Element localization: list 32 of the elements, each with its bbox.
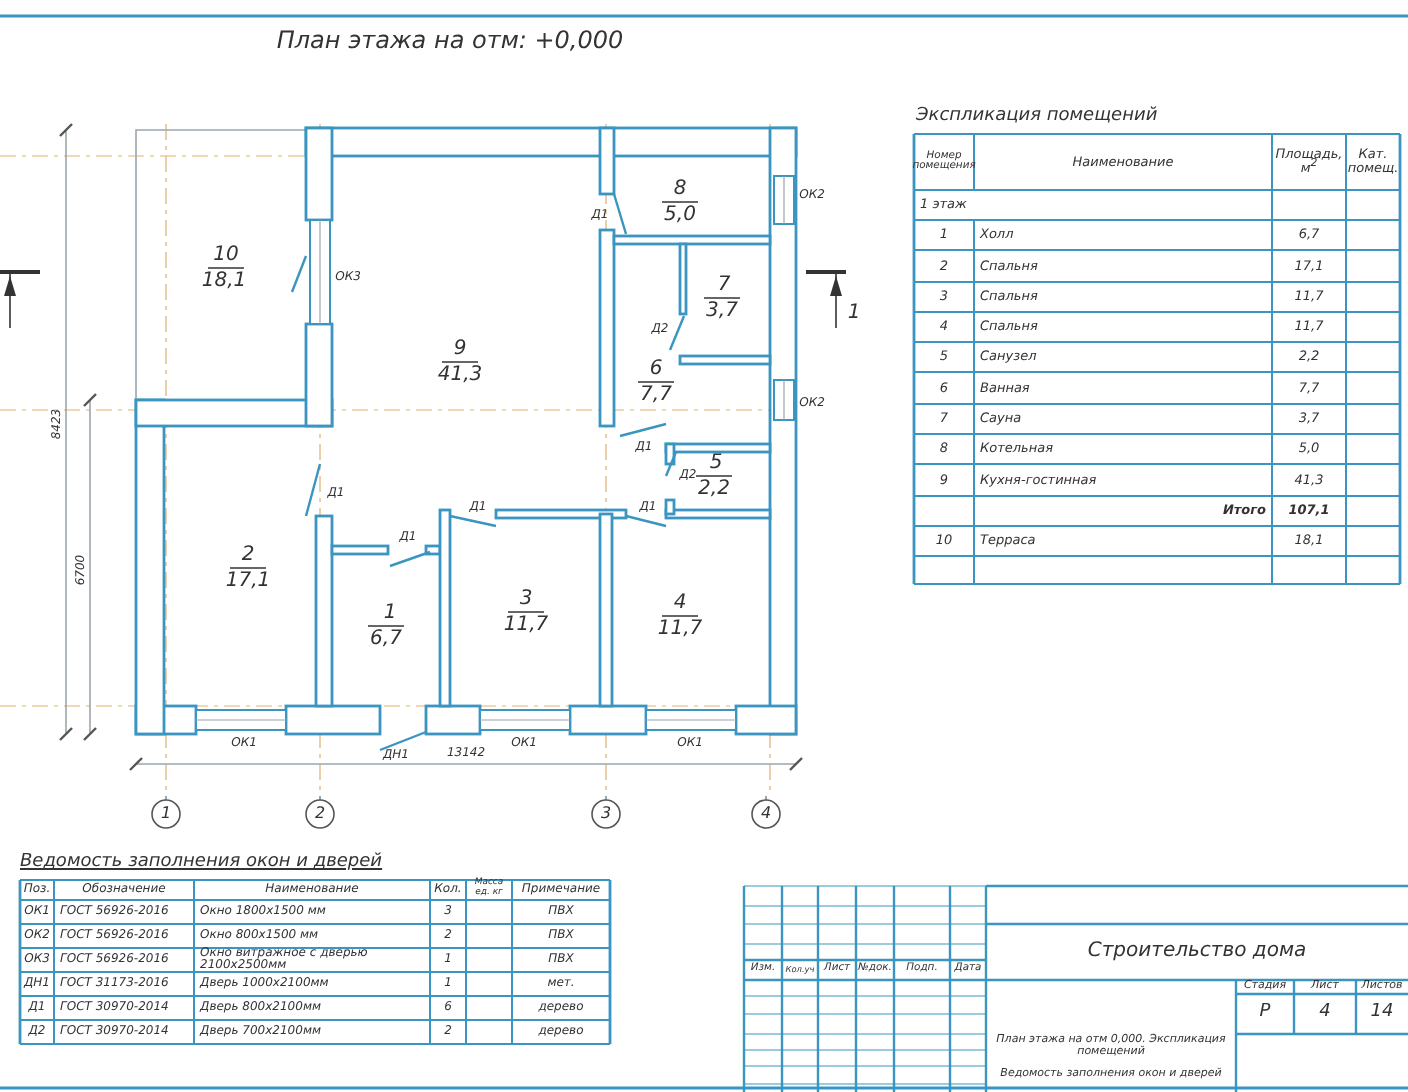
room-number: 8 bbox=[673, 180, 687, 200]
room-number: 10 bbox=[213, 246, 239, 266]
room-area: 3,7 bbox=[706, 302, 738, 322]
room-number: 5 bbox=[709, 454, 723, 474]
room-area: 11,7 bbox=[657, 620, 703, 640]
drawing-title: План этажа на отм: +0,000 bbox=[276, 28, 624, 52]
project-title: Строительство дома bbox=[1085, 941, 1309, 963]
sheet-value: 4 bbox=[1317, 1004, 1333, 1024]
axis-label: 2 bbox=[314, 806, 326, 822]
table-title: Экспликация помещений bbox=[916, 108, 1158, 126]
room-number: 9 bbox=[453, 340, 467, 360]
room-area: 2,2 bbox=[698, 480, 730, 500]
room-area: 17,1 bbox=[225, 572, 271, 592]
room-area: 7,7 bbox=[640, 386, 672, 406]
room-area: 11,7 bbox=[503, 616, 549, 636]
table-title: Ведомость заполнения окон и дверей bbox=[20, 854, 383, 872]
axis-label: 4 bbox=[760, 806, 772, 822]
room-number: 6 bbox=[649, 360, 663, 380]
room-area: 41,3 bbox=[437, 366, 483, 386]
section-label: 1 bbox=[847, 304, 861, 324]
sheet-value: Р bbox=[1257, 1004, 1273, 1024]
room-number: 1 bbox=[383, 604, 397, 624]
room-area: 6,7 bbox=[370, 630, 402, 650]
room-number: 4 bbox=[673, 594, 687, 614]
room-number: 3 bbox=[519, 590, 533, 610]
room-area: 18,1 bbox=[201, 272, 247, 292]
sheet-value: 14 bbox=[1368, 1004, 1396, 1024]
axis-label: 1 bbox=[160, 806, 172, 822]
room-number: 7 bbox=[717, 276, 731, 296]
room-number: 2 bbox=[241, 546, 255, 566]
axis-label: 3 bbox=[600, 806, 612, 822]
room-area: 5,0 bbox=[664, 206, 696, 226]
